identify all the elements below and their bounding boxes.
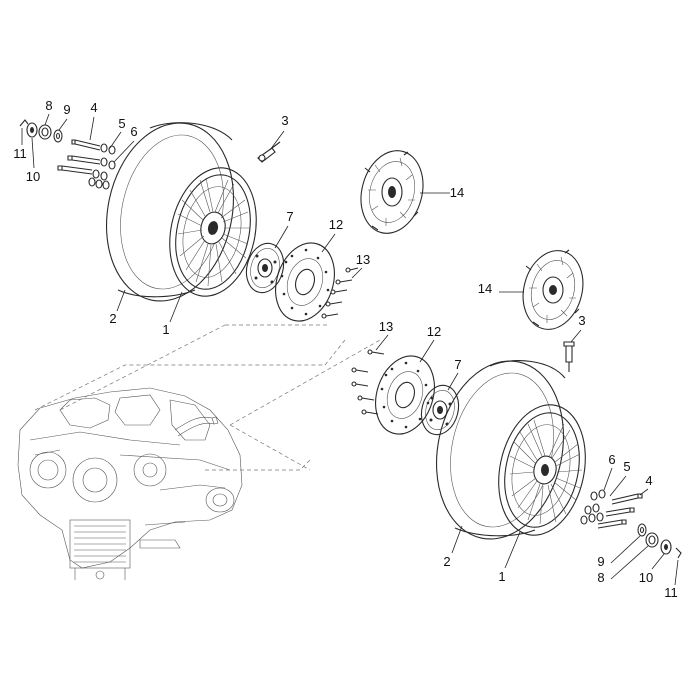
callout-c12b: 12 [427, 324, 441, 339]
callout-c6b: 6 [608, 452, 615, 467]
callout-c14b: 14 [478, 281, 492, 296]
callout-c6a: 6 [130, 124, 137, 139]
assembly-dash-lines [34, 324, 381, 471]
rear-tyre [435, 360, 566, 540]
callout-c9a: 9 [63, 102, 70, 117]
callout-c3b: 3 [578, 313, 585, 328]
callout-c13b: 13 [379, 319, 393, 334]
callout-c1b: 1 [498, 569, 505, 584]
engine-assembly [17, 387, 243, 580]
callout-c8a: 8 [45, 98, 52, 113]
front-rim [169, 167, 257, 297]
callout-c4b: 4 [645, 473, 652, 488]
callout-c8b: 8 [597, 570, 604, 585]
front-hub [245, 242, 285, 294]
callout-c12a: 12 [329, 217, 343, 232]
rear-brake-disc [375, 355, 435, 435]
callout-c2b: 2 [443, 554, 450, 569]
rear-wheel [435, 341, 586, 540]
rear-valve [563, 341, 575, 372]
callout-c11a: 11 [13, 146, 27, 161]
callout-c9b: 9 [597, 554, 604, 569]
rear-rim [498, 404, 586, 536]
rear-disc-screws [351, 349, 385, 415]
callout-c5b: 5 [623, 459, 630, 474]
callout-c11b: 11 [664, 585, 678, 600]
front-disc-screws [321, 267, 359, 319]
callout-c2a: 2 [109, 311, 116, 326]
floating-disc-top [360, 150, 424, 234]
front-wheel [105, 122, 281, 302]
front-valve [257, 141, 281, 163]
callout-c5a: 5 [118, 116, 125, 131]
floating-disc-middle [522, 249, 584, 330]
callout-c1a: 1 [162, 322, 169, 337]
callout-c4a: 4 [90, 100, 97, 115]
rear-axle-hardware [580, 489, 682, 559]
leader-lines [21, 113, 679, 586]
callout-c10b: 10 [639, 570, 653, 585]
callout-c7b: 7 [454, 357, 461, 372]
callout-c3a: 3 [281, 113, 288, 128]
callout-c13a: 13 [356, 252, 370, 267]
rear-hub [420, 384, 460, 436]
callout-c10a: 10 [26, 169, 40, 184]
callout-c14a: 14 [450, 185, 464, 200]
callout-c7a: 7 [286, 209, 293, 224]
